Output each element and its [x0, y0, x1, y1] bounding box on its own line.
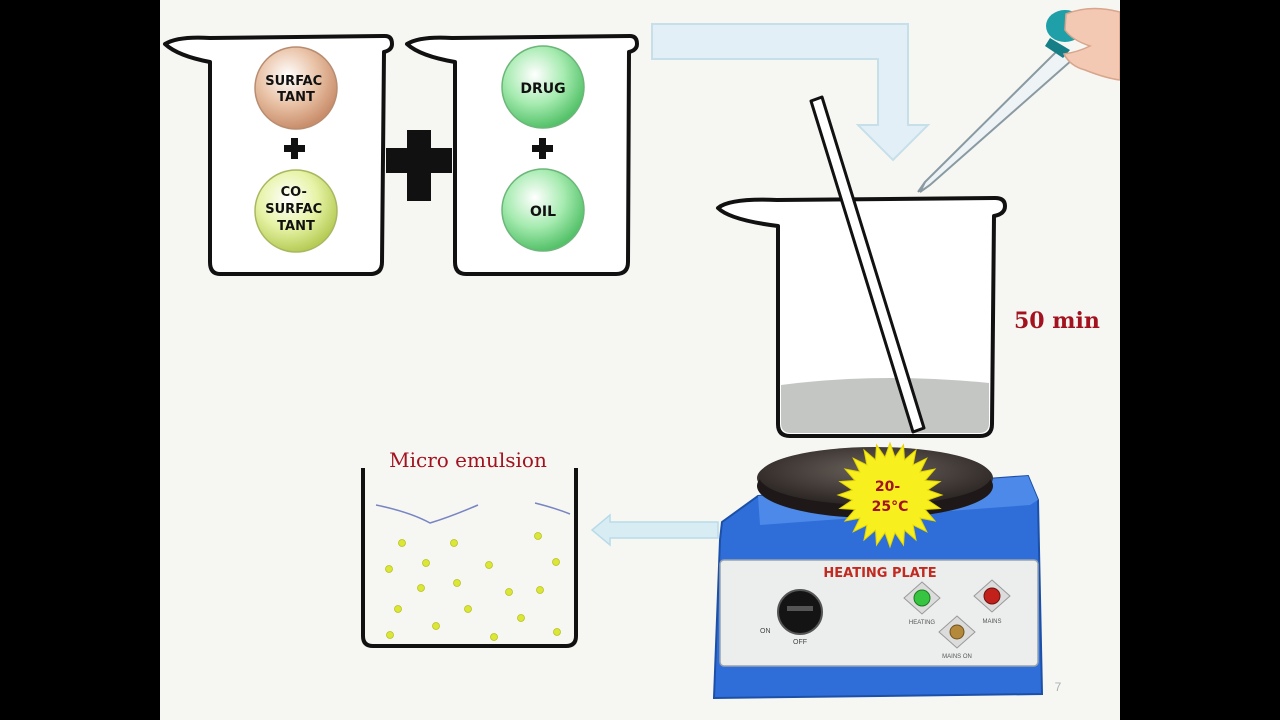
emulsion-droplet — [490, 633, 498, 641]
drug-circle — [501, 45, 585, 129]
stirring-rod — [809, 95, 926, 434]
beaker-microemulsion — [361, 468, 578, 648]
emulsion-droplet — [385, 565, 393, 573]
plus-icon — [386, 130, 452, 201]
emulsion-droplet — [398, 539, 406, 547]
hand-icon — [1062, 7, 1120, 81]
emulsion-droplet — [553, 628, 561, 636]
dial-on-label: ON — [760, 628, 771, 635]
oil-circle — [501, 168, 585, 252]
heating-lamp-label: HEATING — [909, 620, 936, 626]
emulsion-droplet — [432, 622, 440, 630]
surfactant-circle — [254, 46, 338, 130]
emulsion-droplet — [505, 588, 513, 596]
emulsion-droplet — [417, 584, 425, 592]
control-dial[interactable] — [777, 589, 823, 635]
emulsion-droplet — [386, 631, 394, 639]
emulsion-droplet — [453, 579, 461, 587]
plate-title: HEATING PLATE — [823, 566, 936, 581]
emulsion-droplet — [552, 558, 560, 566]
mains-lamp-label: MAINS — [982, 619, 1001, 625]
oil-label: OIL — [530, 204, 556, 220]
dial-off-label: OFF — [793, 639, 807, 646]
drug-label: DRUG — [520, 81, 565, 97]
emulsion-droplet — [464, 605, 472, 613]
process-diagram: SURFAC TANT CO- SURFAC TANT DRUG OIL — [163, 7, 1120, 700]
plus-small-icon — [284, 138, 305, 159]
page-number: 7 — [1055, 680, 1062, 694]
emulsion-droplet — [536, 586, 544, 594]
emulsion-droplet — [485, 561, 493, 569]
flow-arrow-down — [651, 23, 931, 162]
time-label: 50 min — [1014, 308, 1100, 334]
temperature-label: 20- 25°C — [872, 479, 909, 515]
emulsion-droplet — [394, 605, 402, 613]
pipette-icon — [917, 10, 1084, 193]
mains-switch[interactable] — [938, 615, 976, 649]
temperature-star-icon — [836, 441, 944, 549]
result-label: Micro emulsion — [389, 448, 547, 472]
cosurfactant-circle — [254, 169, 338, 253]
emulsion-droplet — [534, 532, 542, 540]
plus-small-icon — [532, 138, 553, 159]
emulsion-droplet — [517, 614, 525, 622]
cosurfactant-label: CO- SURFAC TANT — [265, 185, 326, 234]
surfactant-label: SURFAC TANT — [265, 74, 326, 105]
heating-lamp — [903, 581, 941, 615]
slide: SURFAC TANT CO- SURFAC TANT DRUG OIL — [160, 0, 1120, 720]
emulsion-droplet — [422, 559, 430, 567]
mains-lamp — [973, 579, 1011, 613]
beaker-mixing — [716, 196, 1007, 438]
flow-arrow-left — [590, 513, 719, 547]
emulsion-droplet — [450, 539, 458, 547]
mains-switch-label: MAINS ON — [942, 654, 972, 660]
